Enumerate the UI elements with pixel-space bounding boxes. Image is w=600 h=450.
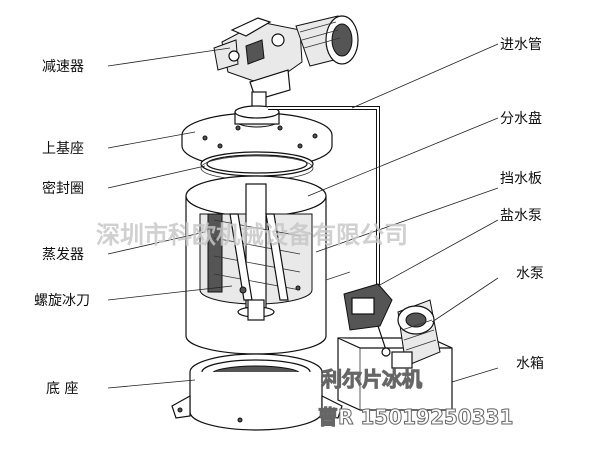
water-pump-illustration (391, 299, 441, 369)
label-water-tank: 水箱 (516, 356, 544, 372)
reducer-illustration (213, 17, 303, 101)
label-water-inlet-pipe: 进水管 (500, 37, 542, 53)
label-brine-pump: 盐水泵 (500, 208, 542, 224)
label-spiral-ice-blade: 螺旋冰刀 (34, 293, 90, 309)
base-illustration (171, 353, 343, 431)
evaporator-illustration (185, 175, 351, 355)
leader-lines (107, 43, 499, 389)
label-evaporator: 蒸发器 (42, 247, 84, 263)
label-base: 底 座 (46, 381, 78, 397)
label-water-baffle: 挡水板 (500, 171, 542, 187)
label-water-pump: 水泵 (516, 266, 544, 282)
motor-illustration (295, 15, 359, 67)
label-water-distribution-tray: 分水盘 (500, 110, 542, 127)
label-reducer: 减速器 (42, 59, 84, 75)
brine-pump-illustration (343, 283, 393, 357)
watermark-company: 深圳市科欧机械设备有限公司 (96, 221, 408, 249)
watermark-product: 利尔片冰机 (322, 367, 422, 391)
label-upper-base: 上基座 (42, 140, 84, 157)
label-seal-ring: 密封圈 (42, 180, 84, 197)
seal-ring-illustration (200, 151, 314, 181)
watermark-contact: 曹R 15019250331 (318, 405, 513, 429)
